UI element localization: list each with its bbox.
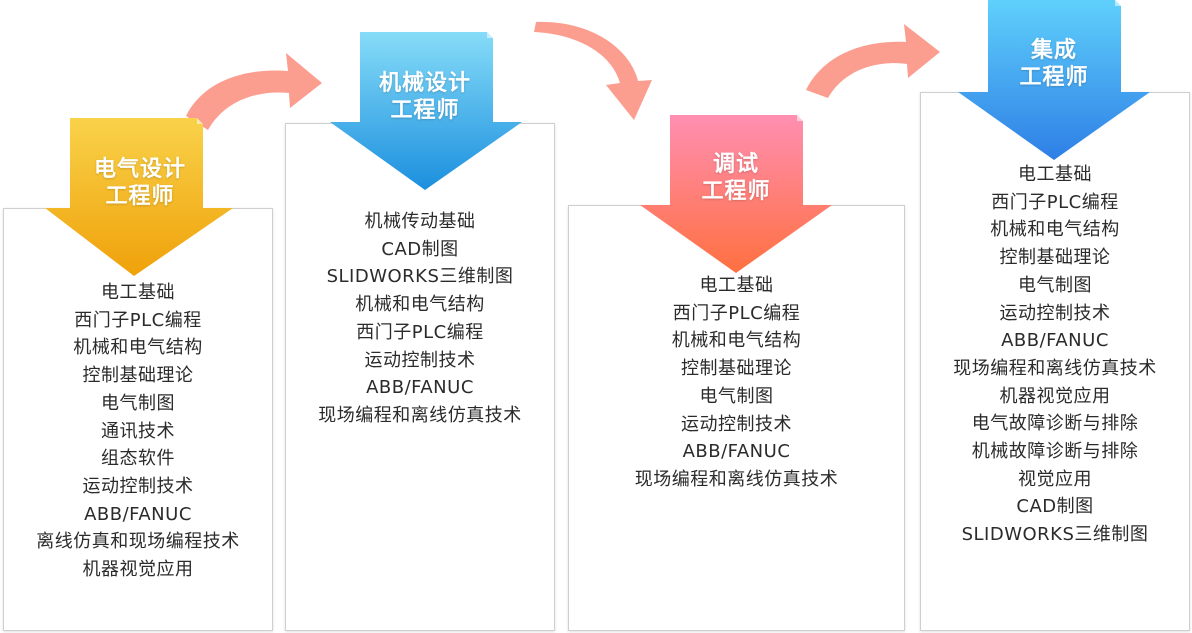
- course-item: 视觉应用: [1018, 468, 1092, 490]
- curved-arrow-icon: [534, 21, 652, 121]
- role-title-line2: 工程师: [701, 179, 771, 204]
- course-item: 机器视觉应用: [999, 385, 1111, 407]
- role-title-line1: 机械设计: [378, 71, 471, 96]
- course-item: 离线仿真和现场编程技术: [36, 531, 240, 553]
- course-item: 机器视觉应用: [82, 559, 194, 581]
- role-title-line2: 工程师: [105, 184, 175, 209]
- role-title-line1: 调试: [712, 152, 759, 177]
- curved-arrow-icon: [186, 53, 322, 130]
- course-item: 控制基础理论: [82, 365, 194, 387]
- role-title-line2: 工程师: [390, 98, 460, 123]
- role-card-integration: 电工基础西门子PLC编程机械和电气结构控制基础理论电气制图运动控制技术 ABB/F…: [920, 92, 1190, 631]
- course-list: 电工基础西门子PLC编程机械和电气结构控制基础理论电气制图运动控制技术 ABB/F…: [569, 272, 904, 494]
- course-item: ABB/FANUC: [84, 503, 192, 525]
- course-item: 运动控制技术: [364, 349, 476, 371]
- course-item: ABB/FANUC: [682, 441, 791, 463]
- course-item: 运动控制技术: [82, 475, 194, 497]
- course-item: 机械和电气结构: [355, 294, 485, 316]
- role-badge-integration: 集成 工程师: [958, 0, 1150, 160]
- course-item: 现场编程和离线仿真技术: [634, 468, 839, 490]
- course-item: 机械和电气结构: [671, 330, 802, 352]
- course-item: 电工基础: [699, 275, 774, 296]
- course-item: 西门子PLC编程: [991, 191, 1119, 213]
- course-item: 电气制图: [1018, 274, 1092, 296]
- role-title-line1: 集成: [1030, 38, 1077, 63]
- course-item: 机械故障诊断与排除: [971, 441, 1139, 463]
- course-list: 电工基础西门子PLC编程机械和电气结构控制基础理论电气制图运动控制技术 ABB/F…: [921, 161, 1189, 549]
- course-item: CAD制图: [1016, 496, 1094, 518]
- role-badge-electrical-design: 电气设计 工程师: [45, 118, 235, 276]
- role-card-commissioning: 电工基础西门子PLC编程机械和电气结构控制基础理论电气制图运动控制技术 ABB/F…: [568, 205, 905, 631]
- role-badge-commissioning: 调试 工程师: [640, 115, 832, 273]
- course-item: 电气制图: [699, 385, 774, 407]
- course-list: 机械传动基础 CAD制图 SLIDWORKS三维制图机械和电气结构西门子PLC编程运…: [286, 208, 554, 430]
- course-item: 机械和电气结构: [73, 337, 203, 359]
- course-item: 控制基础理论: [681, 358, 792, 380]
- course-item: 现场编程和离线仿真技术: [318, 404, 522, 426]
- course-item: 控制基础理论: [999, 247, 1111, 269]
- course-item: 西门子PLC编程: [74, 309, 202, 331]
- course-item: 现场编程和离线仿真技术: [953, 357, 1157, 379]
- course-item: 运动控制技术: [999, 302, 1111, 324]
- role-title-line1: 电气设计: [93, 157, 186, 182]
- course-item: SLIDWORKS三维制图: [326, 266, 514, 288]
- course-item: CAD制图: [381, 238, 459, 260]
- role-badge-mechanical-design: 机械设计 工程师: [330, 32, 522, 190]
- curved-arrow-icon: [806, 24, 940, 98]
- role-title-line2: 工程师: [1019, 65, 1089, 90]
- course-item: 通讯技术: [101, 420, 175, 442]
- course-item: 机械传动基础: [364, 211, 476, 232]
- course-item: 运动控制技术: [681, 413, 792, 435]
- course-item: 电工基础: [1018, 164, 1092, 185]
- course-item: SLIDWORKS三维制图: [961, 524, 1149, 546]
- role-card-electrical-design: 电工基础西门子PLC编程机械和电气结构控制基础理论电气制图通讯技术组态软件运动控…: [3, 208, 273, 631]
- course-item: 电工基础: [101, 282, 175, 303]
- course-list: 电工基础西门子PLC编程机械和电气结构控制基础理论电气制图通讯技术组态软件运动控…: [4, 279, 272, 584]
- course-item: 电气故障诊断与排除: [971, 413, 1139, 435]
- course-item: 西门子PLC编程: [356, 321, 484, 343]
- course-item: ABB/FANUC: [366, 377, 474, 399]
- course-item: ABB/FANUC: [1001, 330, 1109, 352]
- role-card-mechanical-design: 机械传动基础 CAD制图 SLIDWORKS三维制图机械和电气结构西门子PLC编程运…: [285, 123, 555, 631]
- course-item: 机械和电气结构: [990, 219, 1120, 241]
- course-item: 电气制图: [101, 392, 175, 414]
- course-item: 组态软件: [101, 448, 175, 470]
- course-item: 西门子PLC编程: [672, 302, 801, 324]
